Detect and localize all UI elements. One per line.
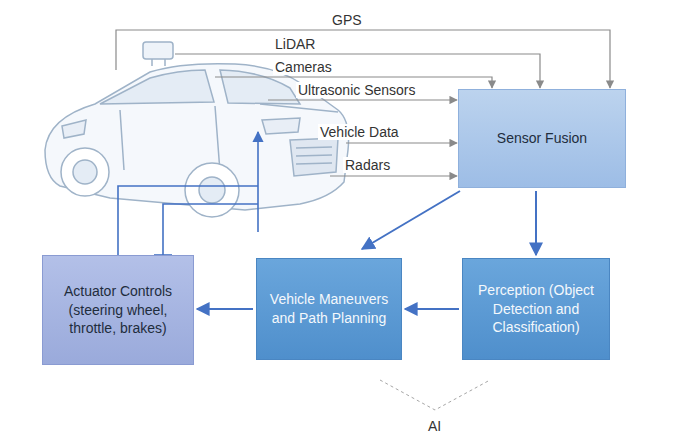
fusion-box: Sensor Fusion [458,89,626,188]
sensor-label: Ultrasonic Sensors [296,82,418,98]
sensor-label: Vehicle Data [318,124,401,140]
sensor-label: LiDAR [273,36,317,52]
flow-arrow [535,191,537,255]
flow-arrow [362,191,460,249]
flow-arrow [197,308,253,310]
sensor-label: Cameras [273,59,334,75]
box-label: Actuator Controls (steering wheel, throt… [53,282,183,339]
flow-arrow [405,308,459,310]
group-label: AI [426,418,443,434]
actuator-box: Actuator Controls (steering wheel, throt… [42,255,194,365]
sensor-label: Radars [343,157,392,173]
actuator-feedback [118,132,258,255]
car [45,42,349,217]
process-box: Vehicle Maneuvers and Path Planning [256,258,402,360]
box-label: Vehicle Maneuvers and Path Planning [267,290,391,328]
process-box: Perception (Object Detection and Classif… [462,258,610,360]
box-label: Perception (Object Detection and Classif… [473,281,599,338]
box-label: Sensor Fusion [497,129,587,148]
ai-bracket [380,380,490,410]
sensor-label: GPS [330,12,364,28]
